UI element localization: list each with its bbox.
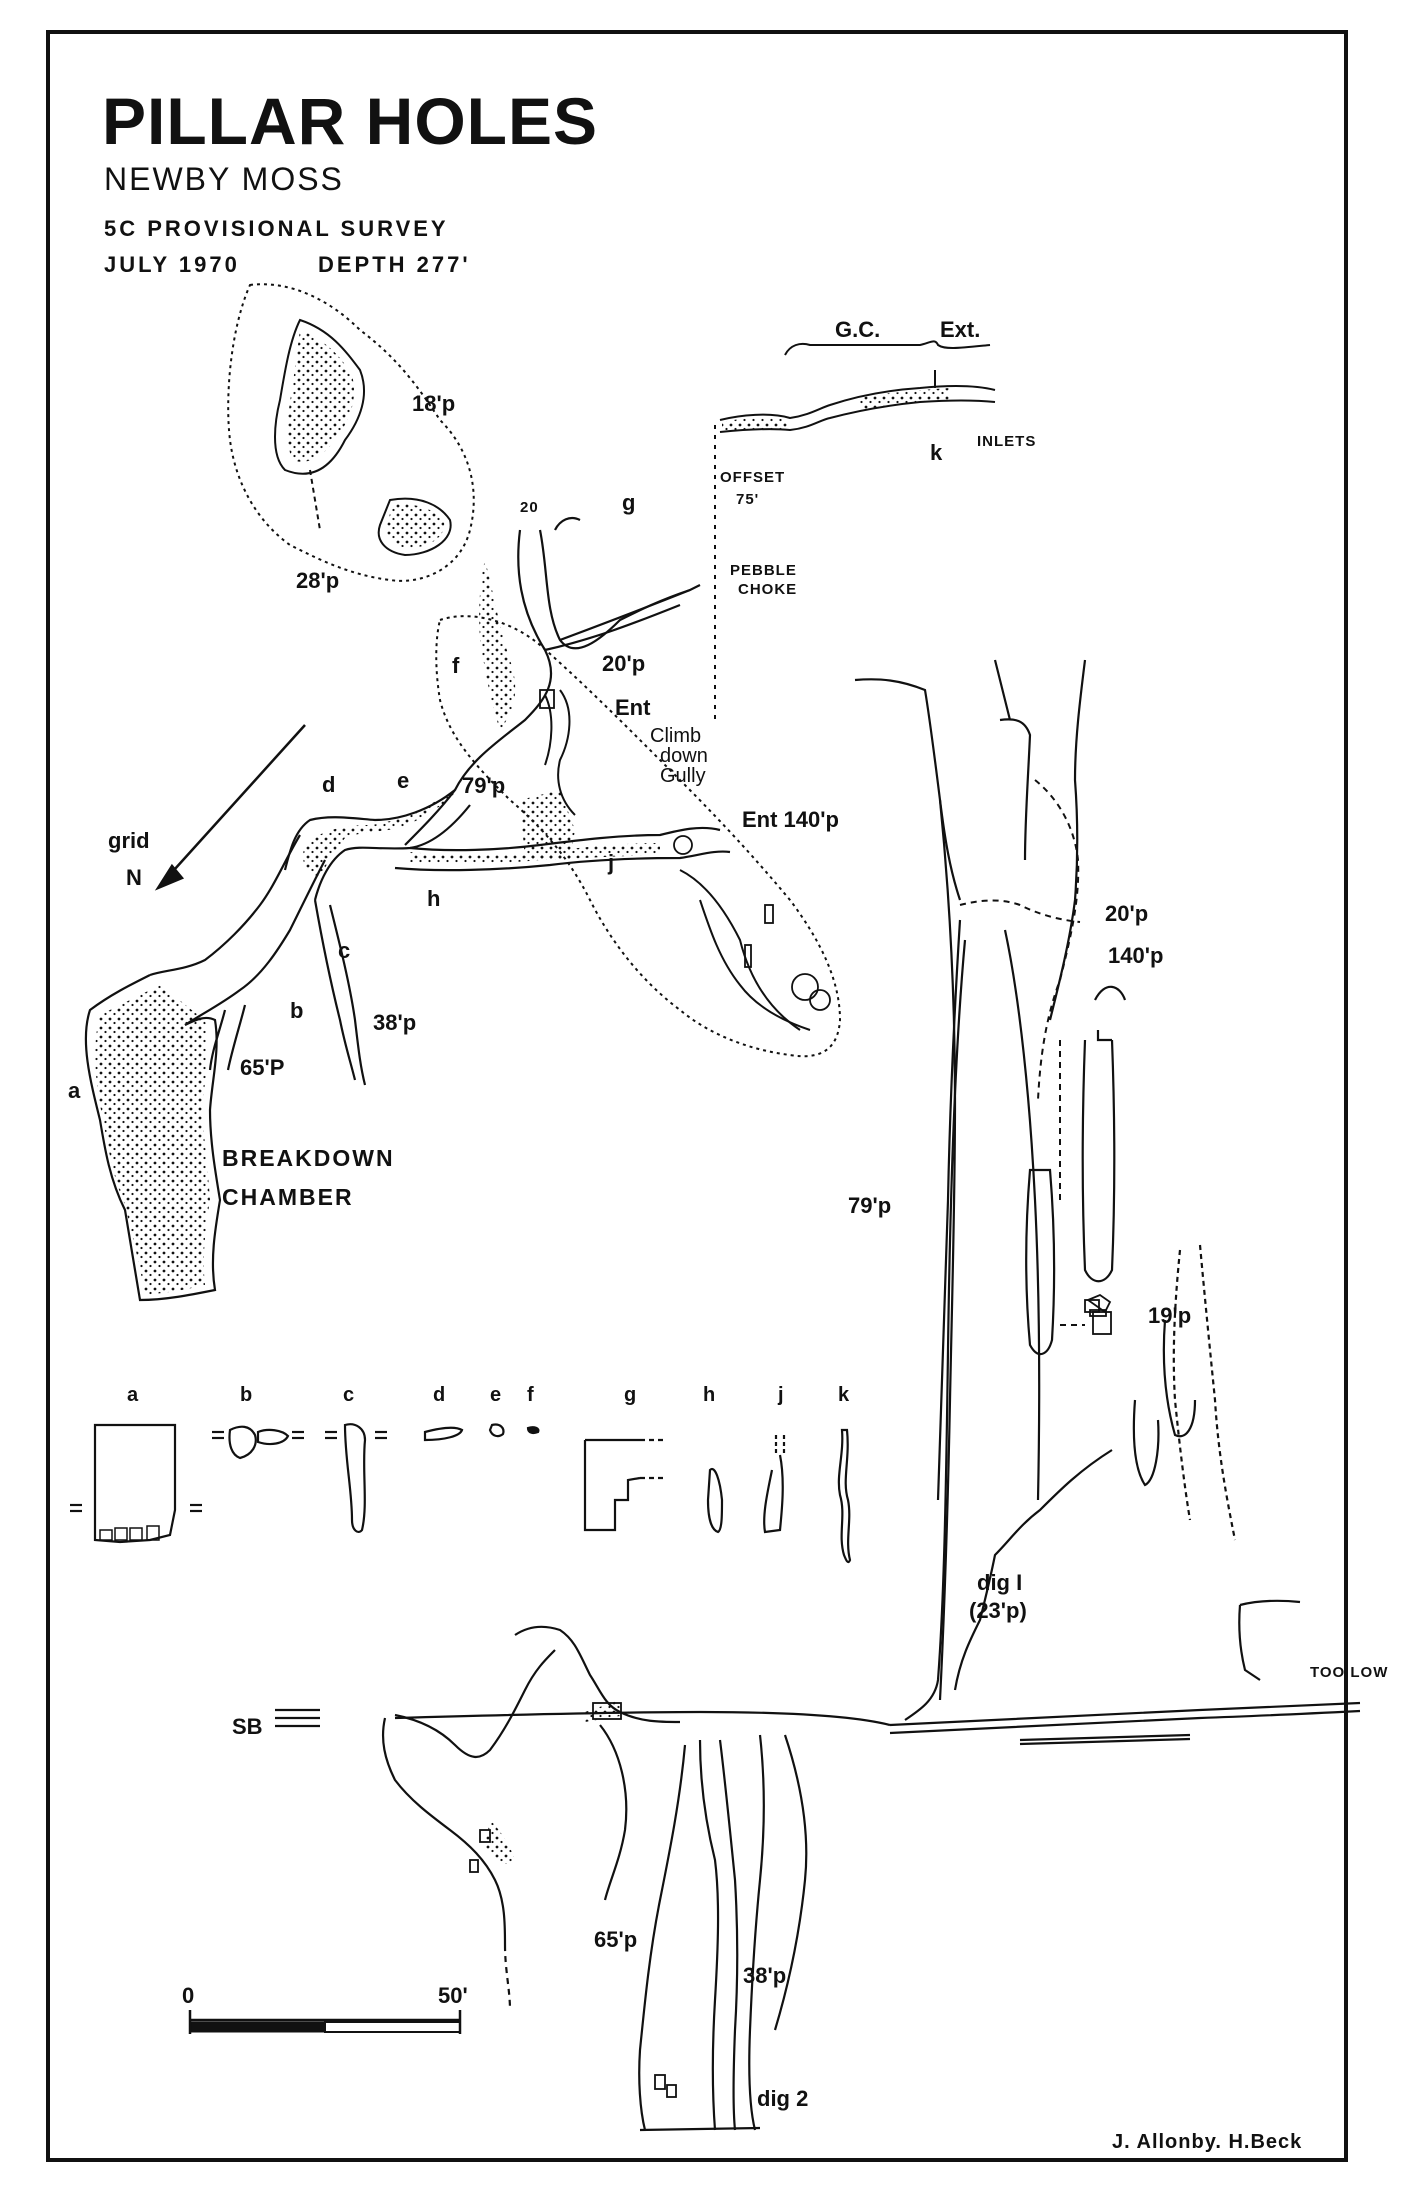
label-inlets: INLETS bbox=[977, 433, 1037, 450]
label-g-plan: g bbox=[622, 490, 636, 515]
label-north: N bbox=[126, 865, 142, 890]
label-65p-elev: 65'p bbox=[594, 1927, 638, 1952]
label-chamber: CHAMBER bbox=[222, 1184, 354, 1210]
survey-depth: DEPTH 277' bbox=[318, 252, 471, 277]
section-label-f: f bbox=[527, 1384, 534, 1406]
label-f-plan: f bbox=[452, 653, 460, 678]
section-label-e: e bbox=[490, 1384, 502, 1406]
label-20-small: 20 bbox=[520, 499, 539, 516]
label-65p-plan: 65'P bbox=[240, 1055, 285, 1080]
gc-extension bbox=[714, 340, 996, 720]
scale-bar bbox=[188, 2010, 462, 2034]
label-j-plan: j bbox=[608, 850, 615, 875]
lower-elevation-boulders bbox=[469, 1293, 1112, 2098]
label-breakdown: BREAKDOWN bbox=[222, 1145, 395, 1171]
label-d-plan: d bbox=[322, 772, 336, 797]
long-elevation bbox=[854, 659, 1361, 1746]
label-e-plan: e bbox=[397, 768, 410, 793]
label-a-plan: a bbox=[68, 1078, 81, 1103]
cross-sections bbox=[70, 1423, 852, 1564]
survey-date: JULY 1970 bbox=[104, 252, 240, 277]
label-pebble: PEBBLE bbox=[730, 562, 797, 579]
ent140-boulders bbox=[539, 689, 831, 1011]
lower-elevation bbox=[275, 1625, 891, 2132]
label-too-low: TOO LOW bbox=[1310, 1664, 1389, 1681]
scale-zero: 0 bbox=[182, 1983, 195, 2008]
lower-elevation-fill bbox=[485, 1700, 620, 1865]
label-gully: Gully bbox=[660, 765, 706, 787]
label-c-plan: c bbox=[338, 938, 351, 963]
label-offset-value: 75' bbox=[736, 491, 760, 508]
section-label-j: j bbox=[778, 1384, 784, 1406]
elevation-dashed bbox=[959, 779, 1085, 1326]
label-ext: Ext. bbox=[940, 317, 981, 342]
label-dig1: dig I bbox=[977, 1570, 1023, 1595]
section-a-boulders bbox=[99, 1525, 160, 1541]
label-climb: Climb bbox=[650, 725, 702, 747]
survey-frame bbox=[46, 30, 1348, 2162]
upper-doline bbox=[227, 283, 475, 582]
label-dig1-depth: (23'p) bbox=[969, 1598, 1027, 1623]
section-label-k: k bbox=[838, 1384, 850, 1406]
survey-grade: 5C PROVISIONAL SURVEY bbox=[104, 216, 449, 241]
section-label-h: h bbox=[703, 1384, 716, 1406]
label-38p-plan: 38'p bbox=[373, 1010, 417, 1035]
label-b-plan: b bbox=[290, 998, 304, 1023]
label-79p-plan: 79'p bbox=[462, 773, 506, 798]
label-38p-elev: 38'p bbox=[743, 1963, 787, 1988]
scale-fifty: 50' bbox=[438, 1983, 468, 2008]
label-ent: Ent bbox=[615, 695, 651, 720]
label-sb: SB bbox=[232, 1714, 263, 1739]
label-grid: grid bbox=[108, 828, 150, 853]
survey-title: PILLAR HOLES bbox=[102, 84, 599, 158]
upper-doline-fill bbox=[287, 330, 445, 548]
label-18p: 18'p bbox=[412, 391, 456, 416]
label-offset: OFFSET bbox=[720, 469, 786, 486]
label-choke: CHOKE bbox=[738, 581, 798, 598]
label-down: down bbox=[660, 745, 708, 767]
label-k-plan: k bbox=[930, 440, 943, 465]
label-dig2: dig 2 bbox=[757, 2086, 809, 2111]
label-19p-elev: 19'p bbox=[1148, 1303, 1192, 1328]
gc-extension-fill bbox=[722, 388, 950, 431]
label-ent140p: Ent 140'p bbox=[742, 807, 839, 832]
label-20p-elev: 20'p bbox=[1105, 901, 1149, 926]
section-label-d: d bbox=[433, 1384, 446, 1406]
section-label-c: c bbox=[343, 1384, 355, 1406]
label-79p-elev: 79'p bbox=[848, 1193, 892, 1218]
section-label-b: b bbox=[240, 1384, 253, 1406]
label-28p: 28'p bbox=[296, 568, 340, 593]
grid-north-arrow bbox=[154, 724, 306, 891]
label-gc: G.C. bbox=[835, 317, 881, 342]
survey-location: NEWBY MOSS bbox=[104, 161, 344, 197]
entrance-doline bbox=[435, 615, 842, 1058]
label-20p: 20'p bbox=[602, 651, 646, 676]
label-140p-elev: 140'p bbox=[1108, 943, 1164, 968]
survey-authors: J. Allonby. H.Beck bbox=[1112, 2131, 1303, 2153]
section-label-a: a bbox=[127, 1384, 139, 1406]
main-passage-fill bbox=[95, 560, 660, 1295]
section-label-g: g bbox=[624, 1384, 637, 1406]
label-h-plan: h bbox=[427, 886, 441, 911]
